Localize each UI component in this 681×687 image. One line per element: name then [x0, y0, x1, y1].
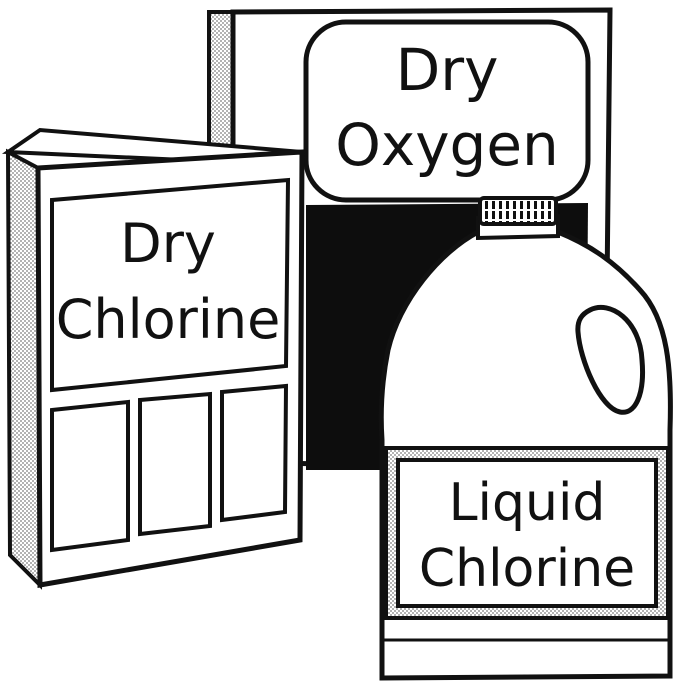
- liquid-chlorine-label-line2: Chlorine: [419, 539, 635, 599]
- dry-oxygen-label-line2: Oxygen: [335, 111, 559, 179]
- dry-chlorine-label-line1: Dry: [120, 212, 216, 275]
- dry-oxygen-label: [303, 19, 591, 203]
- dry-chlorine-label-line2: Chlorine: [56, 288, 281, 351]
- dry-oxygen-label-line1: Dry: [396, 36, 499, 104]
- liquid-chlorine-label: [396, 458, 658, 608]
- liquid-chlorine-label-line1: Liquid: [449, 473, 606, 533]
- liquid-chlorine-jug-handle: [575, 305, 646, 415]
- liquid-chlorine-jug-cap: [478, 196, 558, 226]
- dry-chlorine-box: Dry Chlorine: [1, 127, 305, 590]
- dry-chlorine-box-side: [5, 148, 43, 590]
- dry-chlorine-panel-2: [138, 391, 212, 537]
- liquid-chlorine-jug: Liquid Chlorine: [378, 196, 673, 681]
- dry-chlorine-panel-1: [50, 399, 130, 553]
- dry-chlorine-label: [50, 177, 291, 393]
- dry-chlorine-panel-3: [220, 383, 289, 523]
